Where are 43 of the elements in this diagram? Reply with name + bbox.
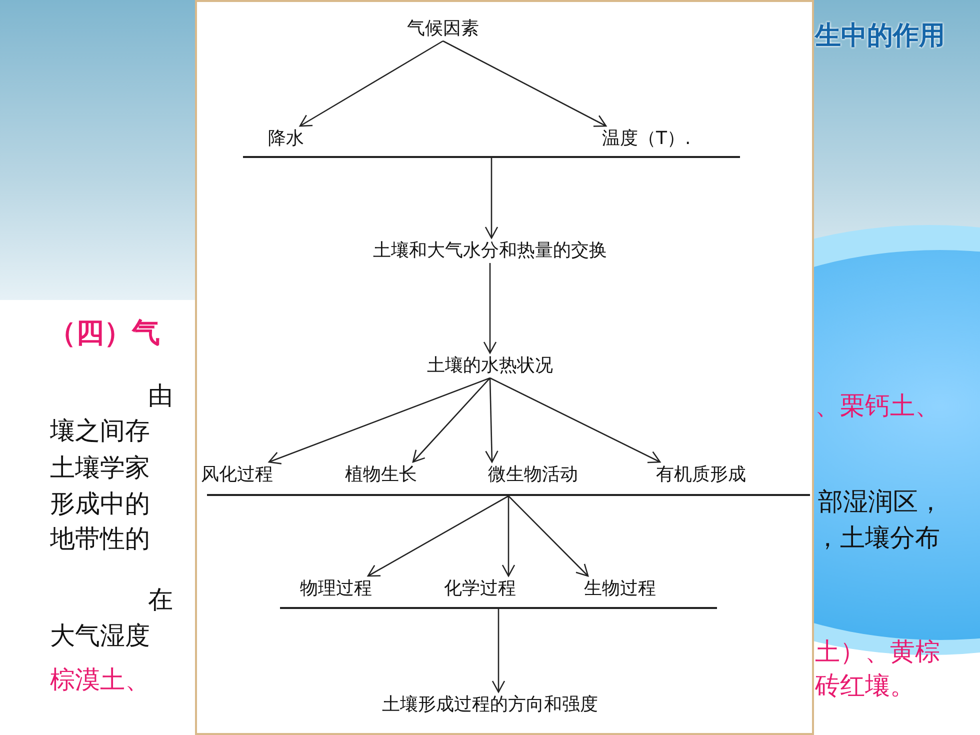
slide-title: 生中的作用 [815, 20, 945, 52]
slide-text: 壤之间存 [50, 415, 150, 447]
arrow [367, 495, 509, 577]
arrow [299, 40, 444, 127]
flow-text: 微生物活动 [488, 464, 578, 486]
slide-text: 砖红壤。 [815, 670, 915, 702]
arrow [483, 263, 497, 354]
slide-text: 部湿润区， [818, 486, 943, 518]
slide-text: 棕漠土、 [50, 664, 150, 696]
flow-text: 温度（T）. [602, 128, 691, 150]
section-heading: （四）气 [48, 317, 160, 349]
arrow [484, 158, 498, 239]
slide-text: 土）、黄棕 [815, 636, 940, 668]
arrow [502, 496, 516, 577]
slide-text: 大气湿度 [50, 620, 150, 652]
arrow [442, 40, 607, 127]
slide-text: 地带性的 [50, 523, 150, 555]
arrow [412, 378, 490, 463]
divider-bar [280, 607, 717, 609]
divider-bar [207, 494, 810, 496]
arrow [490, 377, 661, 464]
arrow [492, 609, 506, 693]
flow-text: 土壤和大气水分和热量的交换 [373, 240, 607, 262]
slide-text: ，土壤分布 [815, 522, 940, 554]
slide-text: 在 [148, 584, 173, 616]
arrow [268, 377, 490, 464]
arrow [485, 378, 498, 463]
flow-text: 风化过程 [201, 464, 273, 486]
slide-text: 土壤学家 [50, 452, 150, 484]
flow-text: 气候因素 [407, 18, 479, 40]
flow-text: 降水 [268, 128, 304, 150]
slide-text: 、栗钙土、 [815, 390, 940, 422]
flow-text: 生物过程 [584, 578, 656, 600]
slide-text: 形成中的 [50, 488, 150, 520]
flow-text: 有机质形成 [656, 464, 746, 486]
flow-text: 化学过程 [444, 578, 516, 600]
flow-text: 植物生长 [345, 464, 417, 486]
slide-text: 由 [148, 380, 173, 412]
flow-text: 土壤形成过程的方向和强度 [382, 694, 598, 716]
flow-text: 土壤的水热状况 [427, 355, 553, 377]
divider-bar [243, 156, 740, 158]
flow-text: 物理过程 [300, 578, 372, 600]
arrow [508, 496, 589, 577]
